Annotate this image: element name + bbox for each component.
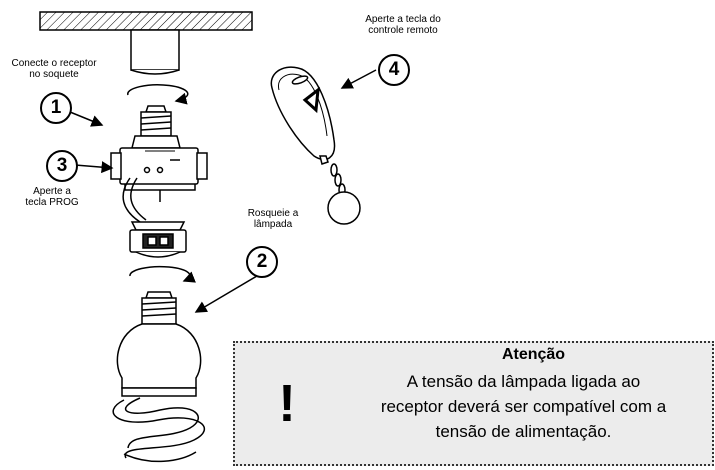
warning-line-1: A tensão da lâmpada ligada ao: [406, 372, 641, 391]
step-3-badge: 3: [46, 150, 78, 182]
label-connect-receiver: Conecte o receptor no soquete: [11, 58, 97, 80]
exclamation-icon: !: [278, 375, 296, 433]
remote-control: [270, 66, 361, 225]
warning-text: A tensão da lâmpada ligada ao receptor d…: [335, 369, 712, 444]
pointer-arrows: [69, 69, 377, 313]
step-1-badge: 1: [40, 92, 72, 124]
warning-title: Atenção: [501, 346, 566, 363]
lamp-socket: [129, 221, 187, 258]
label-press-remote: Aperte a tecla do controle remoto: [365, 14, 441, 36]
label-screw-lamp: Rosqueie a lâmpada: [247, 208, 299, 230]
cfl-lamp: [112, 291, 206, 463]
warning-line-3: tensão de alimentação.: [435, 422, 612, 441]
receiver-screw-base: [131, 105, 181, 149]
step-4-badge: 4: [378, 54, 410, 86]
step-2-badge: 2: [246, 246, 278, 278]
ceiling-socket: [130, 29, 180, 75]
warning-box: Atenção A tensão da lâmpada ligada ao re…: [233, 341, 714, 466]
receiver-body: [110, 147, 208, 202]
label-press-prog: Aperte a tecla PROG: [25, 186, 79, 208]
rotation-arrow-top: [127, 84, 189, 105]
rotation-arrow-bottom: [129, 265, 196, 283]
receiver-wires: [122, 177, 147, 223]
ceiling: [39, 11, 253, 31]
warning-line-2: receptor deverá ser compatível com a: [380, 397, 667, 416]
